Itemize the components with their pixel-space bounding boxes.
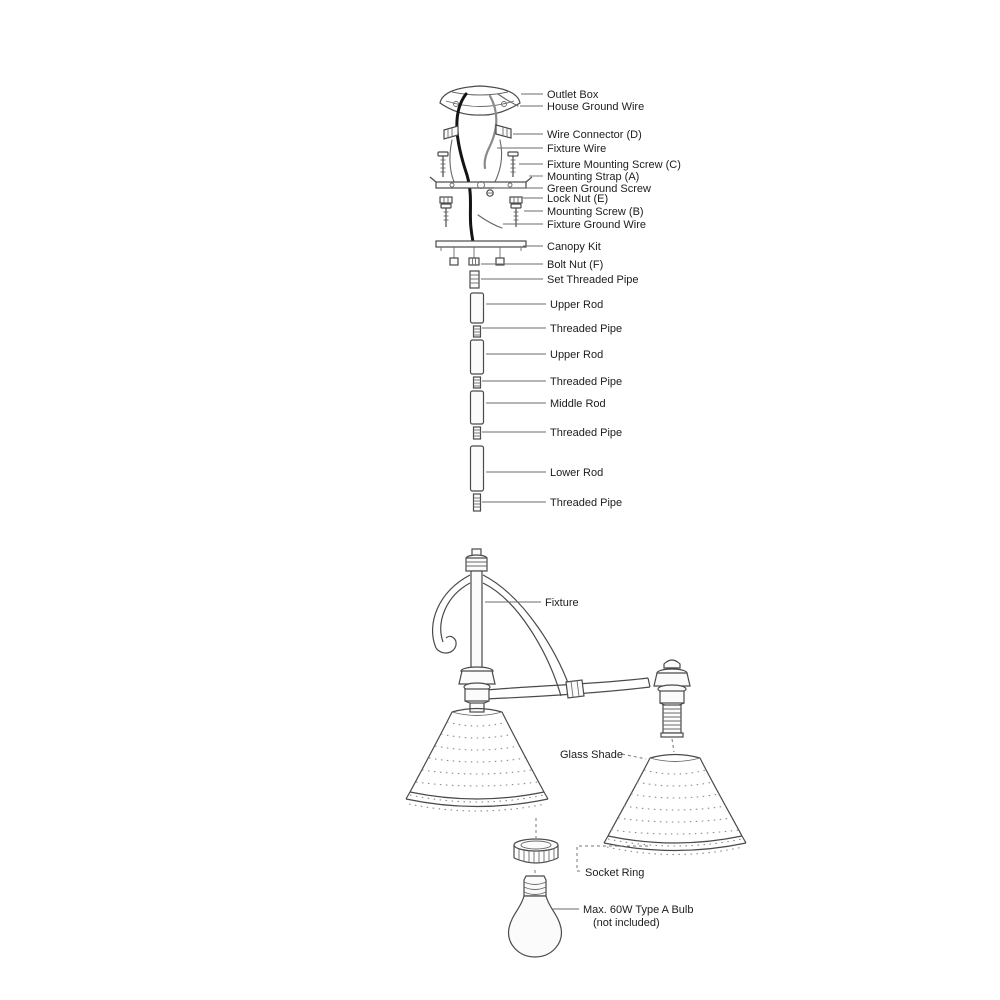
- label-lock-nut: Lock Nut (E): [547, 193, 608, 205]
- label-mounting-screw: Mounting Screw (B): [547, 206, 644, 218]
- left-glass-shade: [405, 707, 549, 812]
- wires: [449, 92, 519, 245]
- label-outlet-box: Outlet Box: [547, 89, 599, 101]
- house-ground-wire: [497, 93, 519, 107]
- middle-rod: [469, 390, 485, 425]
- lock-nuts: [439, 196, 523, 204]
- label-socket-ring: Socket Ring: [585, 867, 644, 879]
- label-upper-rod-2: Upper Rod: [550, 349, 603, 361]
- callout-labels: Outlet Box House Ground Wire Wire Connec…: [545, 89, 693, 929]
- label-middle-rod: Middle Rod: [550, 398, 606, 410]
- fixture-mounting-screws: [437, 151, 519, 177]
- right-glass-shade: [603, 753, 747, 856]
- right-socket: [653, 659, 691, 738]
- label-green-ground-screw: Green Ground Screw: [547, 183, 651, 195]
- mounting-strap: [429, 176, 533, 189]
- wire-connectors: [443, 124, 512, 140]
- label-canopy-kit: Canopy Kit: [547, 241, 601, 253]
- label-mounting-strap: Mounting Strap (A): [547, 171, 639, 183]
- curved-arm-right: [482, 574, 573, 695]
- threaded-pipe-3: [472, 426, 482, 440]
- label-threaded-pipe-2: Threaded Pipe: [550, 376, 622, 388]
- assembly-guide-lines: [534, 738, 675, 875]
- green-ground-screw: [486, 189, 494, 197]
- threaded-pipe-2: [472, 376, 482, 389]
- upper-rod-2: [469, 339, 485, 375]
- label-bolt-nut: Bolt Nut (F): [547, 259, 603, 271]
- scroll-arm-left: [432, 574, 471, 649]
- label-bulb-line2: (not included): [593, 917, 660, 929]
- lower-rod: [469, 445, 485, 492]
- threaded-pipe-1: [472, 325, 482, 338]
- label-glass-shade: Glass Shade: [560, 749, 623, 761]
- label-threaded-pipe-4: Threaded Pipe: [550, 497, 622, 509]
- label-lower-rod: Lower Rod: [550, 467, 603, 479]
- canopy-kit: [435, 240, 527, 266]
- bolt-nut: [468, 247, 480, 266]
- fixture-body: [432, 548, 651, 700]
- horizontal-arm: [485, 677, 649, 691]
- supply-wire: [455, 92, 475, 245]
- label-house-ground-wire: House Ground Wire: [547, 101, 644, 113]
- label-fixture-ground-wire: Fixture Ground Wire: [547, 219, 646, 231]
- label-threaded-pipe-3: Threaded Pipe: [550, 427, 622, 439]
- leader-lines: [481, 93, 579, 910]
- fixture-wire-left: [449, 139, 457, 187]
- left-socket-holder: [458, 666, 496, 713]
- fixture-wire-right: [493, 139, 503, 185]
- label-wire-connector: Wire Connector (D): [547, 129, 642, 141]
- label-upper-rod-1: Upper Rod: [550, 299, 603, 311]
- fixture-ground-wire: [477, 214, 503, 229]
- outlet-box: [439, 85, 521, 116]
- threaded-pipe-4: [472, 493, 482, 512]
- upper-rod-1: [469, 292, 485, 324]
- label-fixture: Fixture: [545, 597, 579, 609]
- set-threaded-pipe: [469, 270, 480, 289]
- neutral-wire: [483, 94, 498, 170]
- label-threaded-pipe-1: Threaded Pipe: [550, 323, 622, 335]
- label-fixture-wire: Fixture Wire: [547, 143, 606, 155]
- label-set-threaded-pipe: Set Threaded Pipe: [547, 274, 639, 286]
- label-fixture-mounting-screw: Fixture Mounting Screw (C): [547, 159, 681, 171]
- light-bulb: [508, 875, 562, 958]
- label-bulb-line1: Max. 60W Type A Bulb: [583, 904, 693, 916]
- socket-ring: [513, 838, 559, 864]
